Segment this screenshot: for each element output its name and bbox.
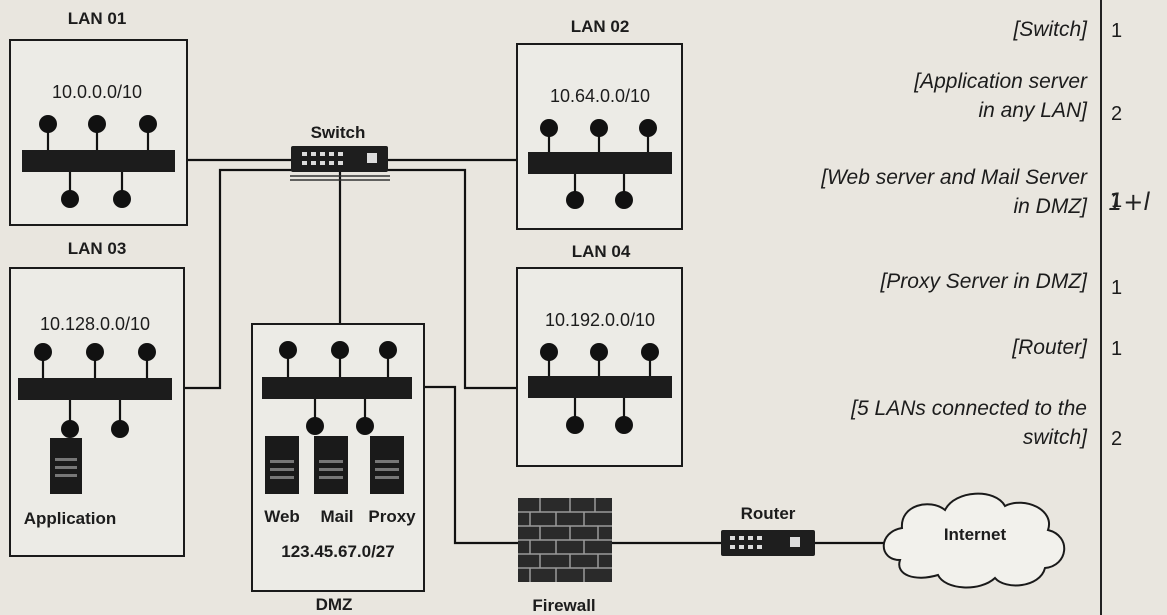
- rubric-mark: 1: [1111, 338, 1123, 360]
- lan-02-subnet: 10.64.0.0/10: [550, 86, 650, 106]
- host-node: [356, 417, 374, 435]
- host-node: [566, 416, 584, 434]
- host-node: [61, 420, 79, 438]
- application-server-icon: [50, 438, 82, 494]
- rubric-mark: 2: [1111, 428, 1123, 450]
- host-node: [39, 115, 57, 133]
- host-node: [566, 191, 584, 209]
- router-label: Router: [741, 504, 796, 523]
- host-node: [86, 343, 104, 361]
- host-node: [615, 416, 633, 434]
- internet: Internet: [882, 492, 1066, 589]
- host-node: [590, 343, 608, 361]
- host-node: [615, 191, 633, 209]
- router-icon: [721, 530, 815, 556]
- lan-01-name: LAN 01: [68, 9, 127, 28]
- host-node: [34, 343, 52, 361]
- lan-04-bus: [528, 376, 672, 398]
- firewall-label: Firewall: [532, 596, 595, 615]
- mail-label: Mail: [320, 507, 353, 526]
- handwritten-note: 1+l: [1108, 188, 1151, 216]
- lan-04: LAN 04 10.192.0.0/10: [516, 242, 683, 467]
- host-node: [379, 341, 397, 359]
- dmz-bus: [262, 377, 412, 399]
- lan-04-name: LAN 04: [572, 242, 631, 261]
- host-node: [540, 119, 558, 137]
- host-node: [306, 417, 324, 435]
- host-node: [111, 420, 129, 438]
- host-node: [138, 343, 156, 361]
- proxy-server-icon: [370, 436, 404, 494]
- firewall: Firewall: [518, 498, 612, 615]
- rubric-divider: [1100, 0, 1102, 615]
- mail-server-icon: [314, 436, 348, 494]
- web-server-icon: [265, 436, 299, 494]
- wire-dmz-firewall: [412, 385, 518, 545]
- wire-switch-lan04: [385, 168, 528, 390]
- lan-03: LAN 03 10.128.0.0/10 Application: [9, 239, 185, 557]
- rubric-item-proxy-server: [Proxy Server in DMZ]: [880, 270, 1087, 293]
- router: Router: [721, 504, 815, 556]
- cloud-icon: [882, 492, 1066, 589]
- proxy-label: Proxy: [368, 507, 416, 526]
- lan-03-subnet: 10.128.0.0/10: [40, 314, 150, 334]
- dmz: Web Mail Proxy 123.45.67.0/27 DMZ: [251, 323, 425, 614]
- lan-02-bus: [528, 152, 672, 174]
- connections: [172, 158, 890, 545]
- rubric-item-switch: [Switch]: [1013, 18, 1087, 41]
- switch-label: Switch: [311, 123, 366, 142]
- host-node: [139, 115, 157, 133]
- host-node: [639, 119, 657, 137]
- host-node: [540, 343, 558, 361]
- host-node: [331, 341, 349, 359]
- wire-lan03-switch: [172, 168, 295, 390]
- lan-03-bus: [18, 378, 172, 400]
- host-node: [88, 115, 106, 133]
- lan-04-subnet: 10.192.0.0/10: [545, 310, 655, 330]
- host-node: [641, 343, 659, 361]
- rubric-item-application-server: [Application server in any LAN]: [914, 70, 1087, 122]
- host-node: [61, 190, 79, 208]
- internet-label: Internet: [944, 525, 1007, 544]
- lan-01-subnet: 10.0.0.0/10: [52, 82, 142, 102]
- host-node: [279, 341, 297, 359]
- host-node: [113, 190, 131, 208]
- rubric-mark: 1: [1111, 190, 1123, 212]
- rubric-item-web-mail-server: [Web server and Mail Server in DMZ]: [821, 166, 1087, 218]
- firewall-icon: [518, 498, 612, 582]
- lan-03-name: LAN 03: [68, 239, 127, 258]
- rubric-mark: 1: [1111, 20, 1123, 42]
- host-node: [590, 119, 608, 137]
- web-label: Web: [264, 507, 300, 526]
- lan-03-box: [9, 267, 185, 557]
- switch: Switch: [290, 123, 390, 181]
- lan-02: LAN 02 10.64.0.0/10: [516, 17, 683, 230]
- lan-02-name: LAN 02: [571, 17, 630, 36]
- application-label: Application: [24, 509, 117, 528]
- dmz-name: DMZ: [316, 595, 353, 614]
- rubric-mark: 1: [1111, 277, 1123, 299]
- rubric-item-router: [Router]: [1012, 336, 1087, 359]
- lan-01-bus: [22, 150, 175, 172]
- lan-01: LAN 01 10.0.0.0/10: [9, 9, 188, 226]
- dmz-subnet: 123.45.67.0/27: [281, 542, 394, 561]
- rubric-mark: 2: [1111, 103, 1123, 125]
- rubric-item-lans-connected: [5 LANs connected to the switch]: [851, 397, 1087, 449]
